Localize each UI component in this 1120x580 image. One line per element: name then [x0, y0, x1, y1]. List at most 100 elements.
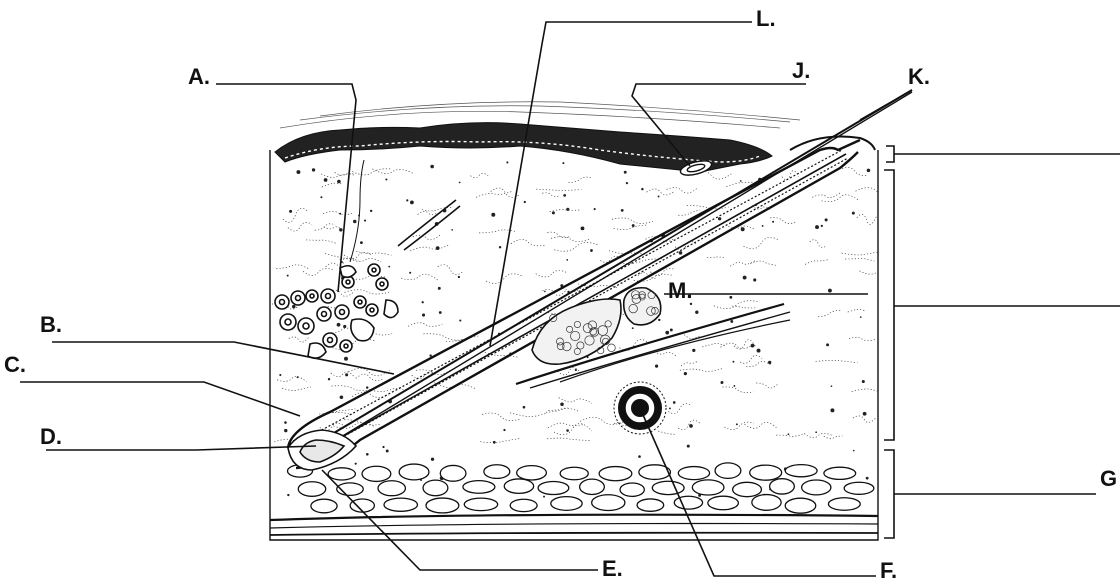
tissue-dot	[523, 406, 526, 409]
tissue-dot	[590, 249, 593, 252]
fat-cell	[298, 482, 325, 497]
tissue-dot	[566, 429, 569, 432]
tissue-dot	[388, 266, 390, 268]
tissue-dot	[762, 225, 764, 227]
tissue-dot	[524, 201, 526, 203]
fat-cell	[770, 479, 795, 494]
fat-cell	[752, 495, 781, 511]
tissue-dot	[689, 424, 693, 428]
label-J: J.	[792, 58, 810, 83]
label-B: B.	[40, 312, 62, 337]
tissue-dot	[370, 210, 372, 212]
tissue-dot	[493, 441, 496, 444]
tissue-dot	[562, 162, 564, 164]
fat-cell	[378, 481, 405, 496]
tissue-dot	[355, 463, 357, 465]
tissue-dot	[345, 373, 348, 376]
tissue-dot	[692, 349, 695, 352]
tissue-dot	[860, 316, 862, 318]
label-E: E.	[602, 556, 623, 580]
tissue-dot	[815, 431, 817, 433]
tissue-dot	[594, 208, 596, 210]
tissue-dot	[385, 178, 387, 180]
fat-cell	[824, 467, 856, 479]
fat-cell	[484, 465, 510, 479]
layer-brackets	[884, 146, 1120, 538]
tissue-dot	[344, 357, 348, 361]
tissue-dot	[386, 450, 389, 453]
tissue-dot	[751, 344, 755, 348]
tissue-dot	[626, 182, 628, 184]
tissue-dot	[718, 217, 721, 220]
tissue-dot	[320, 196, 322, 198]
tissue-dot	[732, 361, 734, 363]
tissue-dot	[459, 182, 461, 184]
tissue-dot	[366, 386, 368, 388]
tissue-dot	[364, 220, 366, 222]
tissue-dot	[328, 378, 330, 380]
tissue-dot	[768, 361, 771, 364]
fat-cell	[538, 481, 569, 494]
fat-cell	[785, 498, 816, 513]
tissue-dot	[406, 199, 408, 201]
tissue-dot	[430, 165, 434, 169]
tissue-dot	[506, 161, 508, 163]
tissue-dot	[730, 320, 733, 323]
tissue-dot	[690, 303, 692, 305]
tissue-dot	[740, 180, 742, 182]
tissue-dot	[733, 385, 735, 387]
tissue-dot	[826, 343, 829, 346]
tissue-dot	[337, 323, 341, 327]
fat-cell	[423, 480, 448, 496]
tissue-dot	[581, 226, 585, 230]
tissue-dot	[324, 178, 328, 182]
tissue-dot	[821, 225, 823, 227]
tissue-dot	[560, 403, 564, 407]
tissue-dot	[292, 305, 295, 308]
label-F: F.	[880, 558, 897, 580]
tissue-dot	[729, 296, 732, 299]
tissue-dot	[279, 374, 281, 376]
tissue-dot	[544, 291, 546, 293]
fat-cell	[362, 466, 391, 481]
fat-cell	[733, 482, 762, 496]
label-L: L.	[756, 6, 776, 31]
tissue-dot	[552, 211, 555, 214]
fat-cell	[464, 498, 497, 510]
tissue-dot	[866, 477, 869, 480]
tissue-dot	[673, 401, 676, 404]
tissue-dot	[862, 380, 865, 383]
fat-cell	[440, 465, 466, 481]
fat-cell	[802, 480, 831, 495]
tissue-dot	[360, 241, 363, 244]
tissue-dot	[410, 201, 414, 205]
fat-cell	[708, 496, 739, 510]
tissue-dot	[287, 275, 289, 277]
tissue-dot	[825, 218, 828, 221]
tissue-dot	[382, 446, 384, 448]
tissue-dot	[436, 246, 440, 250]
tissue-dot	[287, 494, 289, 496]
fat-cell	[599, 467, 632, 481]
fat-cell	[652, 481, 684, 494]
label-G: G	[1100, 466, 1117, 491]
tissue-dot	[343, 325, 346, 328]
tissue-dot	[863, 412, 867, 416]
surface-fibers	[280, 102, 800, 128]
tissue-dot	[409, 272, 411, 274]
tissue-dot	[284, 429, 287, 432]
tissue-dot	[312, 168, 315, 171]
tissue-dot	[788, 433, 790, 435]
tissue-dot	[451, 229, 453, 231]
fat-cell	[399, 464, 429, 480]
label-K: K.	[908, 64, 930, 89]
label-D: D.	[40, 424, 62, 449]
tissue-dot	[867, 169, 871, 173]
tissue-dot	[289, 210, 292, 213]
tissue-dot	[830, 408, 834, 412]
tissue-dot	[638, 455, 641, 458]
label-A: A.	[188, 64, 210, 89]
tissue-dot	[340, 395, 344, 399]
tissue-dot	[621, 209, 624, 212]
tissue-dot	[566, 259, 568, 261]
